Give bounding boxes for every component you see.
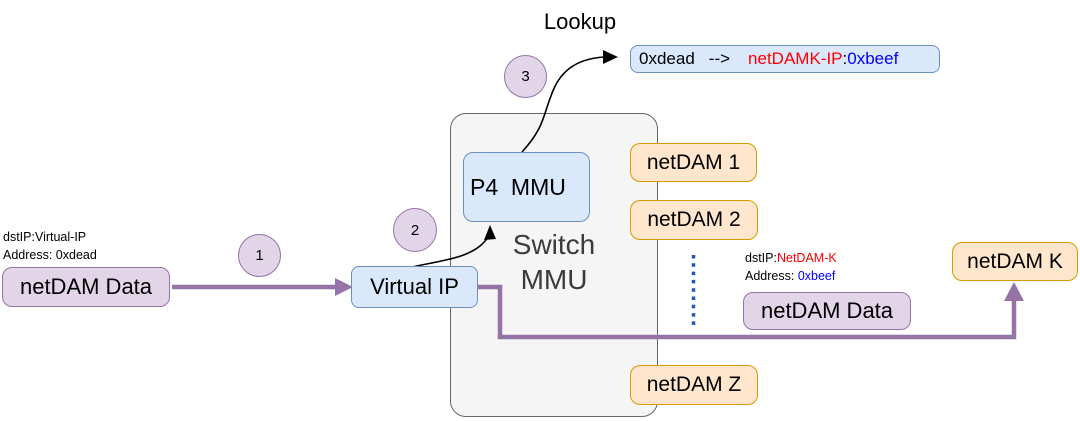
step-1-badge: 1 xyxy=(238,234,281,277)
dest-meta-line2: Address: 0xbeef xyxy=(745,268,837,286)
lookup-table-box: 0xdead --> netDAMK-IP : 0xbeef xyxy=(630,45,940,73)
dest-meta1-value: NetDAM-K xyxy=(776,251,837,265)
dest-meta-line1: dstIP:NetDAM-K xyxy=(745,250,837,268)
netdam-1-box: netDAM 1 xyxy=(630,143,757,182)
netdam-z-label: netDAM Z xyxy=(646,373,742,396)
step-3-badge: 3 xyxy=(504,55,547,98)
lookup-address: 0xbeef xyxy=(847,49,899,68)
lookup-dest-ip: netDAMK-IP xyxy=(748,49,843,68)
source-meta-line2: Address: 0xdead xyxy=(3,247,97,262)
netdam-2-box: netDAM 2 xyxy=(630,200,758,240)
dest-meta1-prefix: dstIP: xyxy=(745,251,777,265)
dest-packet-meta: dstIP:NetDAM-K Address: 0xbeef xyxy=(745,250,837,286)
p4-mmu-label: P4 MMU xyxy=(470,173,566,200)
netdam-k-box: netDAM K xyxy=(952,242,1078,281)
netdam-2-label: netDAM 2 xyxy=(647,208,741,231)
lookup-separator: : xyxy=(842,49,848,68)
virtual-ip-label: Virtual IP xyxy=(370,274,459,299)
netdam-k-label: netDAM K xyxy=(967,249,1063,273)
source-packet-meta: dstIP:Virtual-IP Address: 0xdead xyxy=(3,229,97,265)
lookup-key: 0xdead xyxy=(639,49,695,68)
switch-label-line2: MMU xyxy=(520,264,588,295)
flow-arrow-k-head xyxy=(1004,282,1024,301)
switch-label-line1: Switch xyxy=(512,229,596,260)
step3-arrow-head xyxy=(603,50,618,64)
p4-mmu-box: P4 MMU xyxy=(463,152,590,222)
dest-meta2-value: 0xbeef xyxy=(797,268,836,283)
step-1-number: 1 xyxy=(255,247,264,264)
dest-meta2-prefix: Address: xyxy=(745,268,798,283)
source-meta-line1: dstIP:Virtual-IP xyxy=(3,230,87,244)
netdam-1-label: netDAM 1 xyxy=(646,150,741,174)
netdam-z-box: netDAM Z xyxy=(630,365,758,405)
dest-netdam-data-label: netDAM Data xyxy=(760,298,894,323)
switch-mmu-label: Switch MMU xyxy=(450,227,658,297)
source-netdam-data-label: netDAM Data xyxy=(19,274,153,299)
step-2-number: 2 xyxy=(410,221,420,239)
step-3-number: 3 xyxy=(521,68,530,85)
step-2-badge: 2 xyxy=(393,208,437,252)
lookup-arrow-symbol: --> xyxy=(708,49,731,68)
source-netdam-data-box: netDAM Data xyxy=(2,267,170,307)
dest-netdam-data-box: netDAM Data xyxy=(743,292,911,330)
lookup-title: Lookup xyxy=(543,9,617,34)
